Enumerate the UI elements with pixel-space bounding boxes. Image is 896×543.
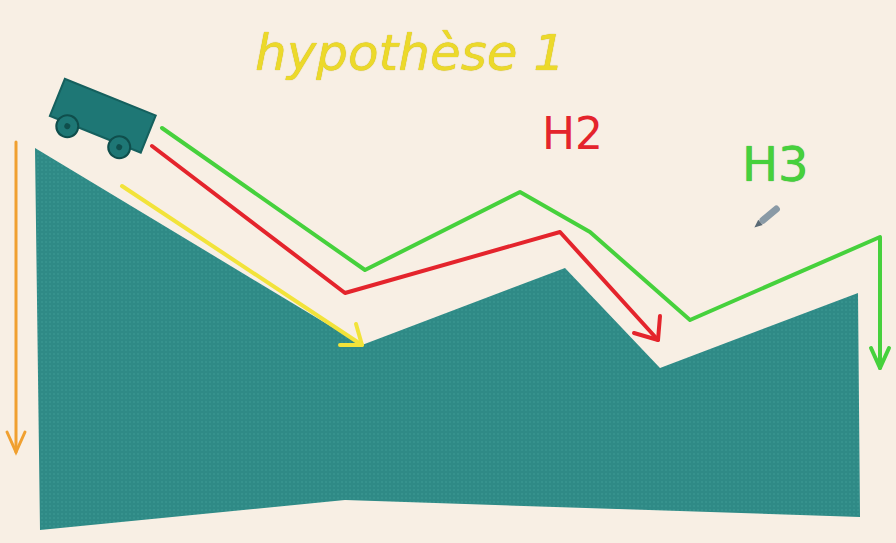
- gravity-arrow: [7, 142, 25, 452]
- terrain: [35, 148, 860, 530]
- hypothesis-label: H3: [742, 140, 809, 188]
- pen-icon: [752, 204, 781, 230]
- hypothesis-title: hypothèse 1: [255, 28, 565, 78]
- hypothesis-label: H2: [542, 112, 603, 156]
- hypothesis-1-path: [122, 186, 362, 345]
- hypothesis-3-path: [162, 128, 889, 368]
- cart: [45, 79, 156, 166]
